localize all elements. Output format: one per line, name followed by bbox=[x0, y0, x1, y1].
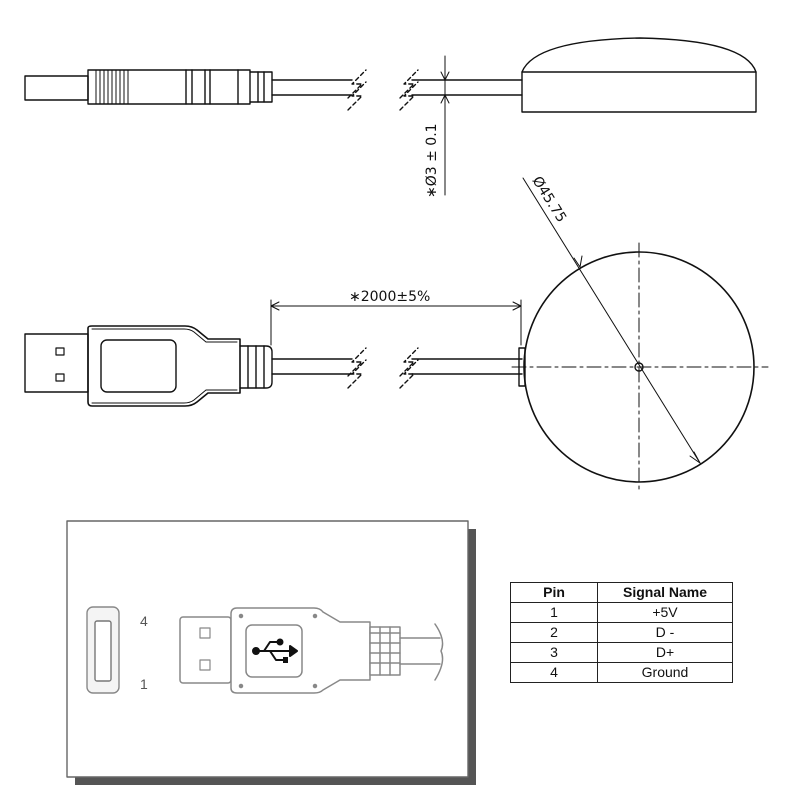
side-view bbox=[24, 37, 757, 196]
signal-name: D+ bbox=[597, 642, 733, 663]
pin-number: 4 bbox=[510, 662, 598, 683]
cable-diameter-label: ∗Ø3 ± 0.1 bbox=[424, 123, 440, 198]
pin-signal-table: Pin Signal Name 1 +5V 2 D - 3 D+ 4 Groun… bbox=[510, 582, 733, 683]
pin-label-1: 1 bbox=[140, 676, 148, 692]
top-usb-tongue bbox=[24, 333, 89, 393]
pin-number: 3 bbox=[510, 642, 598, 663]
signal-name: Ground bbox=[597, 662, 733, 683]
side-disc-profile bbox=[521, 37, 757, 113]
header-signal-name: Signal Name bbox=[597, 582, 733, 603]
table-row: 2 D - bbox=[510, 622, 733, 643]
cable-length-label: ∗2000±5% bbox=[349, 289, 430, 305]
signal-name: +5V bbox=[597, 602, 733, 623]
side-grip-ribs bbox=[95, 69, 129, 105]
table-row: 4 Ground bbox=[510, 662, 733, 683]
usb-plug-illustration bbox=[179, 607, 444, 694]
connector-panel bbox=[66, 520, 476, 785]
pin-number: 2 bbox=[510, 622, 598, 643]
pin-label-4: 4 bbox=[140, 613, 148, 629]
top-view bbox=[24, 177, 769, 493]
signal-name: D - bbox=[597, 622, 733, 643]
table-header-row: Pin Signal Name bbox=[510, 582, 733, 603]
table-row: 3 D+ bbox=[510, 642, 733, 663]
usb-trident-icon bbox=[252, 638, 298, 663]
pin-number: 1 bbox=[510, 602, 598, 623]
table-row: 1 +5V bbox=[510, 602, 733, 623]
disc-diameter-label: Ø45.75 bbox=[529, 174, 570, 226]
side-usb-tongue bbox=[24, 75, 89, 101]
side-plug-body bbox=[87, 69, 251, 105]
top-plug-label-area bbox=[100, 339, 177, 393]
top-plug-body bbox=[87, 325, 241, 407]
header-pin: Pin bbox=[510, 582, 598, 603]
